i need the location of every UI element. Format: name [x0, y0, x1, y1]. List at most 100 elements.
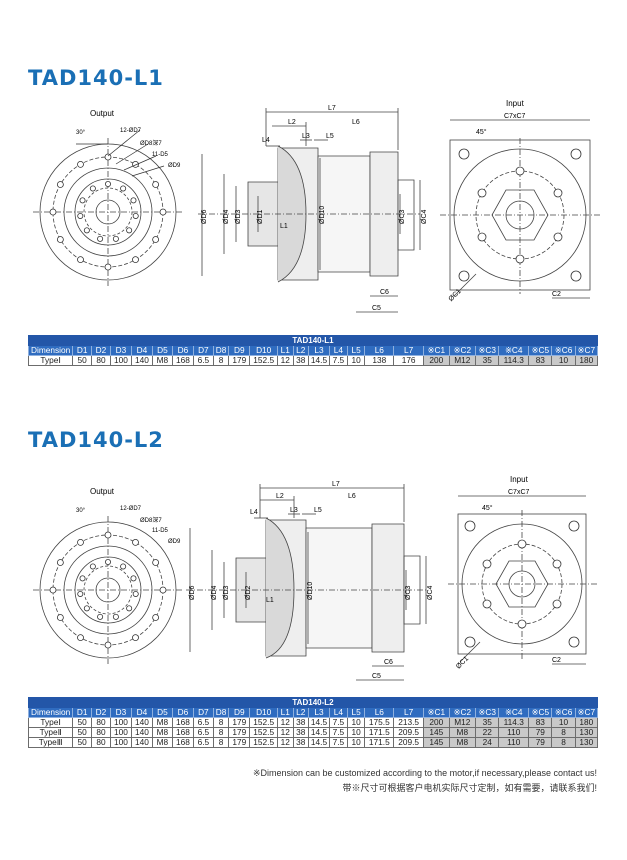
table-cell: 100: [109, 727, 132, 738]
table-header-cell: D4: [130, 707, 153, 718]
dim-l6: L6: [352, 119, 360, 126]
table-cell: 7.5: [329, 355, 348, 366]
bolt-hole: [152, 559, 160, 566]
table-cell: 140: [130, 727, 153, 738]
dim-c6: C6: [380, 289, 389, 296]
table-cell: 138: [364, 355, 395, 366]
bolt-hole: [132, 256, 139, 264]
table-caption: TAD140-L2: [28, 697, 598, 708]
table-cell: 209.5: [393, 737, 425, 748]
table-cell: 7.5: [329, 727, 348, 738]
table-header-cell: D9: [228, 707, 251, 718]
table-cell: 12: [276, 717, 294, 728]
thread-hole: [120, 185, 127, 192]
table-cell: 152.5: [249, 355, 279, 366]
table-cell: 171.5: [364, 727, 395, 738]
table-cell: 12: [276, 727, 294, 738]
dim-d1: ØD1: [257, 210, 264, 225]
table-header-cell: Dimension: [27, 345, 74, 356]
table-cell: 35: [475, 355, 500, 366]
thread-hole: [77, 590, 84, 597]
table-cell: 14.5: [307, 737, 331, 748]
table-header-cell: L4: [329, 707, 348, 718]
table-header-cell: D9: [228, 345, 251, 356]
thread-hole: [79, 197, 86, 204]
dim-d3: ØD3: [223, 586, 230, 601]
table-cell: 179: [228, 737, 251, 748]
bolt-hole: [152, 236, 160, 243]
table-cell: 200: [423, 717, 450, 728]
table-cell: 12: [276, 737, 294, 748]
dim-30deg: 30°: [76, 130, 86, 136]
table-cell: 110: [498, 727, 530, 738]
thread-hole: [83, 605, 90, 612]
table-header-cell: L4: [329, 345, 348, 356]
thread-hole: [130, 575, 137, 582]
dim-d7: 12-ØD7: [120, 128, 142, 134]
table-cell: 50: [72, 727, 93, 738]
table-cell: TypeⅠ: [27, 355, 74, 366]
dim-l3: L3: [290, 507, 298, 514]
bolt-hole: [159, 586, 167, 594]
table-header-cell: D1: [72, 345, 93, 356]
section1-input-view: Input C7xC7 45° ØC1 C2: [440, 99, 600, 303]
dim-d9: ØD9: [168, 539, 181, 545]
table-header-cell: ※C3: [475, 707, 500, 718]
bolt-hole: [49, 208, 57, 216]
table-cell: 80: [91, 717, 111, 728]
dim-c6: C6: [384, 659, 393, 666]
table-header-cell: D7: [192, 345, 214, 356]
table-cell: 168: [171, 727, 194, 738]
bolt-hole: [56, 559, 64, 566]
bolt-hole: [104, 531, 112, 539]
table-header-cell: ※C1: [423, 345, 450, 356]
dim-c3: ØC3: [405, 586, 412, 601]
output-label: Output: [90, 487, 115, 496]
table-header-cell: ※C7: [574, 707, 599, 718]
dim-l2: L2: [276, 493, 284, 500]
dim-c5: C5: [372, 673, 381, 680]
dim-30deg: 30°: [76, 508, 86, 514]
table-cell: 22: [475, 727, 500, 738]
bolt-hole: [49, 586, 57, 594]
section2-side-view: L7 L2 L6 L4 L3 L5 L1 ØD6 ØD4 ØD3 ØD2 ØD1…: [186, 481, 434, 681]
bolt-hole: [56, 181, 64, 188]
table-cell: M8: [151, 737, 173, 748]
table-header-cell: L6: [364, 707, 395, 718]
table-header-cell: L1: [276, 707, 294, 718]
table-cell: 80: [91, 737, 111, 748]
dim-d2: ØD2: [245, 586, 252, 601]
table-header-cell: L2: [292, 707, 310, 718]
thread-hole: [105, 559, 112, 566]
table-header-cell: ※C7: [574, 345, 599, 356]
table-cell: 8: [212, 717, 230, 728]
table-cell: 152.5: [249, 737, 279, 748]
section1-output-view: Output 30° 12-ØD7 ØD8深7 11-D5 ØD9: [33, 109, 183, 286]
table-cell: 14.5: [307, 717, 331, 728]
table-cell: 10: [551, 355, 576, 366]
input-label: Input: [510, 475, 529, 484]
table-header-cell: ※C4: [498, 707, 530, 718]
table-cell: 209.5: [393, 727, 425, 738]
table-cell: 80: [91, 727, 111, 738]
table-cell: 110: [498, 737, 530, 748]
dim-l4: L4: [250, 509, 258, 516]
table-cell: 7.5: [329, 737, 348, 748]
table-cell: 79: [528, 737, 553, 748]
table-cell: 130: [574, 727, 599, 738]
table-cell: 100: [109, 717, 132, 728]
table-cell: 179: [228, 355, 251, 366]
table-header-cell: L1: [276, 345, 294, 356]
table-cell: 180: [574, 717, 599, 728]
thread-hole: [112, 235, 119, 242]
table-cell: 83: [528, 355, 553, 366]
table-cell: 180: [574, 355, 599, 366]
thread-hole: [126, 227, 133, 234]
table-header-cell: D8: [212, 707, 230, 718]
table-cell: 8: [212, 355, 230, 366]
table-cell: TypeⅠ: [27, 717, 74, 728]
thread-hole: [132, 212, 139, 219]
bolt-hole: [77, 256, 84, 264]
table-cell: M8: [151, 727, 173, 738]
